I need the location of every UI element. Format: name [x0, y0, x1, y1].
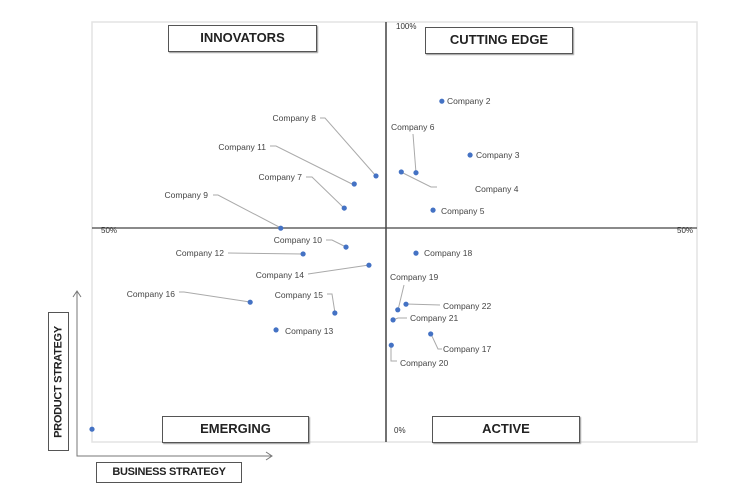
data-point [390, 317, 396, 323]
data-point [403, 301, 409, 307]
point-label: Company 2 [447, 96, 491, 106]
leader-line [397, 284, 405, 311]
data-point [373, 173, 379, 179]
leader-line [306, 176, 345, 209]
point-label: Company 5 [441, 206, 485, 216]
point-label: Company 13 [285, 326, 333, 336]
leader-line [270, 145, 355, 186]
data-point [300, 251, 306, 257]
point-label: Company 12 [176, 248, 224, 258]
data-point [341, 205, 347, 211]
x-axis-label: BUSINESS STRATEGY [96, 462, 242, 483]
point-label: Company 9 [165, 190, 209, 200]
leader-line [326, 239, 347, 248]
data-point [467, 152, 473, 158]
point-label: Company 3 [476, 150, 520, 160]
leader-line [430, 333, 442, 350]
y-tick-bottom: 0% [394, 426, 406, 435]
data-point [430, 207, 436, 213]
axis-arrows [76, 292, 272, 457]
point-label: Company 21 [410, 313, 458, 323]
x-tick-right: 50% [677, 226, 694, 235]
data-point [343, 244, 349, 250]
leader-line [412, 133, 417, 174]
quadrant-cutting-edge: CUTTING EDGE [425, 27, 573, 54]
data-point [247, 299, 253, 305]
leader-line [405, 303, 441, 306]
data-point [413, 170, 419, 176]
point-label: Company 17 [443, 344, 491, 354]
point-label: Company 15 [275, 290, 323, 300]
leader-line [227, 252, 304, 255]
data-point [413, 250, 419, 256]
data-point [388, 342, 394, 348]
point-label: Company 20 [400, 358, 448, 368]
point-label: Company 10 [274, 235, 322, 245]
y-axis-label-box: PRODUCT STRATEGY [48, 312, 69, 451]
data-point [273, 327, 279, 333]
data-point [332, 310, 338, 316]
point-label: Company 7 [259, 172, 303, 182]
data-point [366, 262, 372, 268]
data-point [398, 169, 404, 175]
point-label: Company 14 [256, 270, 304, 280]
quadrant-emerging: EMERGING [162, 416, 309, 443]
y-axis-label: PRODUCT STRATEGY [52, 325, 64, 438]
leader-line [320, 117, 377, 177]
leader-line [400, 171, 437, 188]
point-label: Company 18 [424, 248, 472, 258]
quadrant-active: ACTIVE [432, 416, 580, 443]
y-tick-top: 100% [396, 22, 417, 31]
plot-frame [91, 21, 698, 443]
y-arrow-head-icon [72, 290, 82, 298]
x-tick-left: 50% [101, 226, 118, 235]
leader-line [179, 291, 251, 303]
point-label: Company 19 [390, 272, 438, 282]
point-label: Company 11 [218, 142, 266, 152]
data-point [278, 225, 284, 231]
data-point [351, 181, 357, 187]
data-point [439, 98, 445, 104]
leader-line [390, 343, 397, 362]
data-point [395, 307, 401, 313]
leader-line [307, 264, 370, 275]
leader-line [327, 293, 336, 314]
x-arrow-head-icon [265, 451, 273, 461]
data-point [89, 426, 95, 432]
point-label: Company 6 [391, 122, 435, 132]
leader-line [213, 194, 282, 229]
point-label: Company 4 [475, 184, 519, 194]
point-label: Company 16 [127, 289, 175, 299]
quadrant-innovators: INNOVATORS [168, 25, 317, 52]
point-label: Company 22 [443, 301, 491, 311]
point-label: Company 8 [273, 113, 317, 123]
data-point [428, 331, 434, 337]
